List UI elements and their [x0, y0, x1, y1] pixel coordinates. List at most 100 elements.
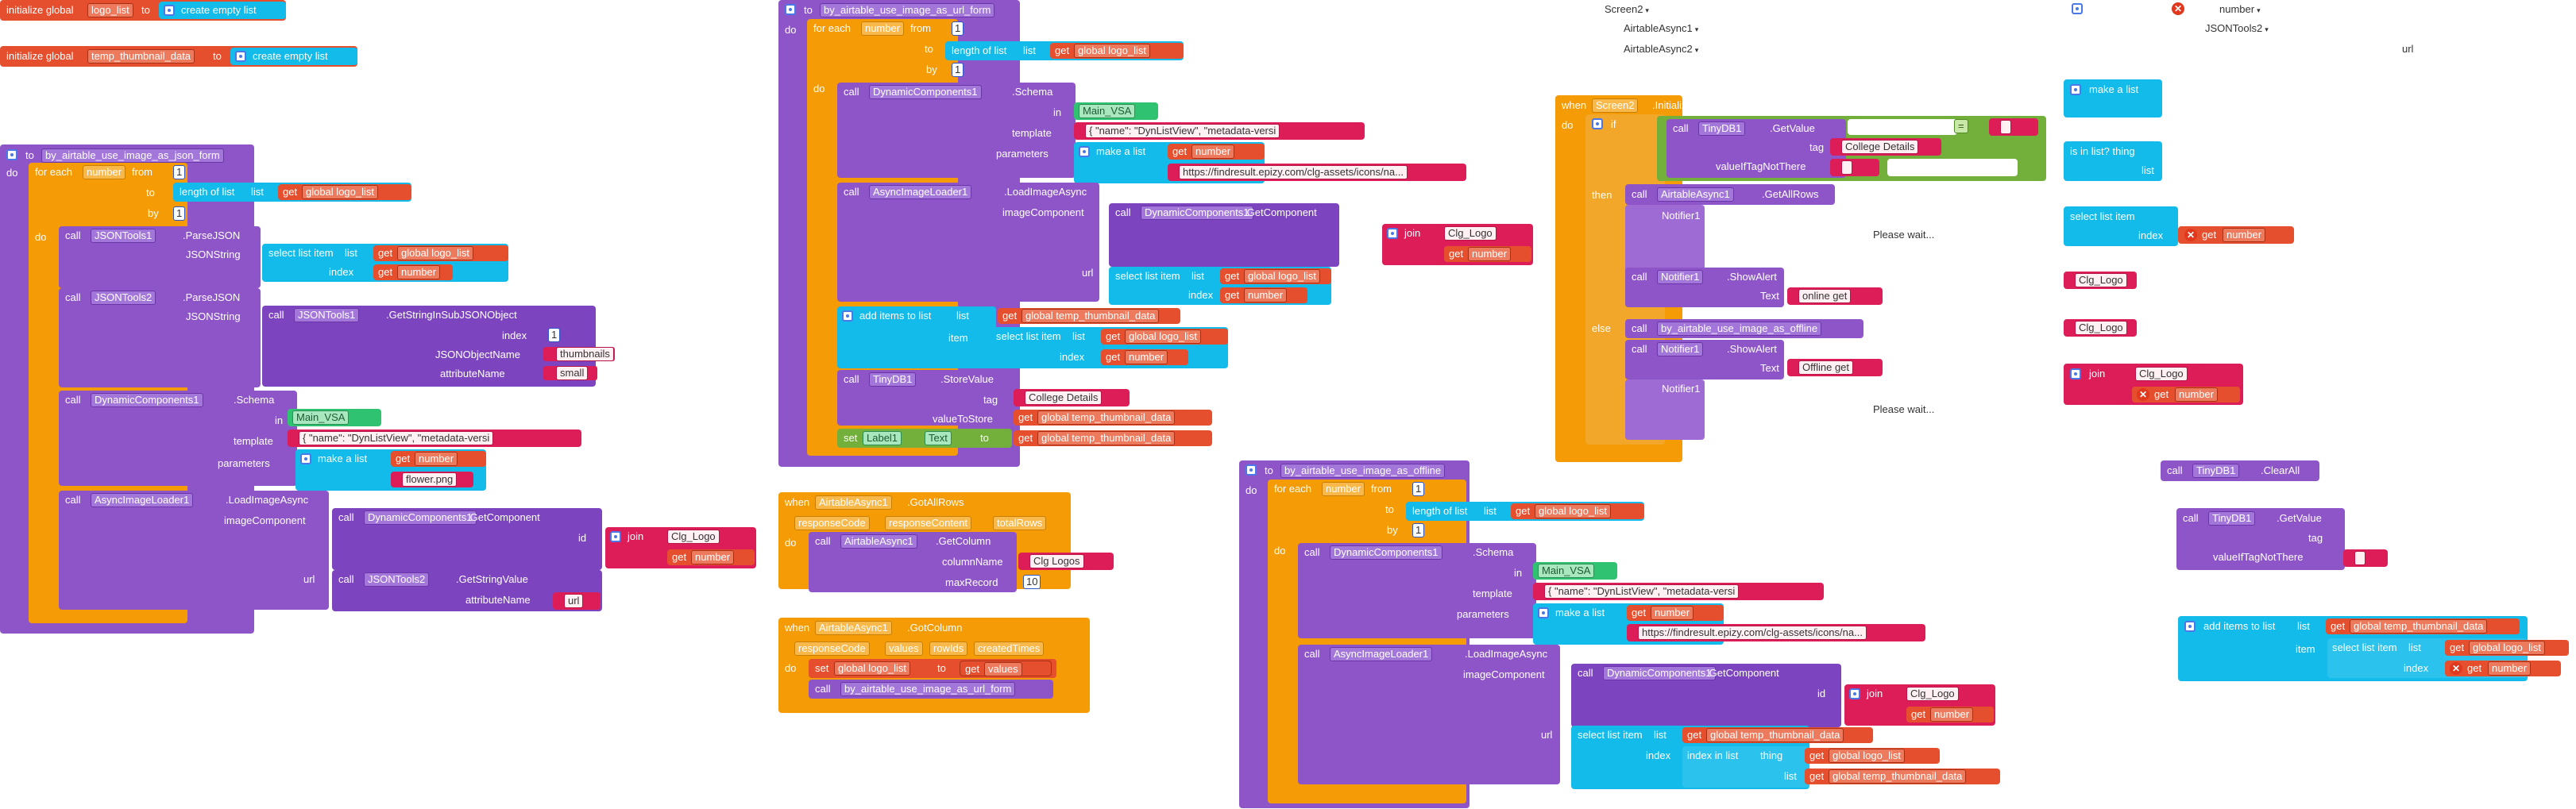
empty-string[interactable]	[1841, 160, 1852, 175]
component-ref[interactable]: DynamicComponents1	[1330, 545, 1442, 560]
parsejson-block[interactable]: call JSONTools1 .ParseJSON JSONString	[59, 226, 261, 288]
create-empty-list-block[interactable]: create empty list	[230, 48, 357, 65]
index-in-list-block[interactable]: index in list thing list	[1682, 746, 1809, 788]
dropdown-screen2[interactable]: Screen2▾	[1605, 3, 1649, 15]
getcomponent-block[interactable]: call DynamicComponents1 .GetComponent id	[1109, 203, 1371, 267]
empty-string-block[interactable]	[1830, 159, 1879, 176]
length-of-list-block[interactable]: length of list list get global logo_list	[173, 183, 411, 202]
college-details-string[interactable]: College Details	[1830, 138, 1941, 156]
by-value[interactable]: 1	[1412, 523, 1425, 537]
component-ref[interactable]: DynamicComponents1	[91, 393, 203, 407]
gear-icon[interactable]	[2072, 3, 2083, 14]
component-ref[interactable]: Notifier1	[1662, 210, 1701, 222]
string-value[interactable]: { "name": "DynListView", "metadata-versi	[1544, 584, 1740, 599]
string-value[interactable]: Clg_Logo	[667, 530, 720, 544]
component-ref[interactable]: JSONTools2	[91, 291, 156, 305]
empty-string-block[interactable]	[1989, 118, 2038, 136]
dropdown-jsontools2[interactable]: JSONTools2▾	[2205, 22, 2269, 34]
var-ref[interactable]: number	[1244, 288, 1288, 302]
template-string-block[interactable]: { "name": "DynListView", "metadata-versi	[1074, 122, 1365, 140]
loadimage-block[interactable]: call AsyncImageLoader1 .LoadImageAsync i…	[837, 183, 1099, 302]
get-number[interactable]: ✕ get number	[2132, 387, 2240, 403]
add-items-block[interactable]: add items to list list item	[837, 306, 996, 368]
online-string[interactable]: online get	[1787, 287, 1883, 305]
get-global-logo-list[interactable]: get global logo_list	[1220, 268, 1331, 284]
close-icon[interactable]: ✕	[2137, 388, 2149, 401]
component-ref[interactable]: DynamicComponents1	[869, 85, 982, 99]
gear-icon[interactable]	[1592, 118, 1603, 129]
component-ref[interactable]: Main_VSA	[292, 410, 350, 425]
by-value[interactable]: 1	[173, 206, 186, 221]
proc-name[interactable]: by_airtable_use_image_as_offline	[1280, 464, 1446, 478]
schema-block[interactable]: call DynamicComponents1 .Schema in templ…	[59, 391, 297, 486]
showalert-block[interactable]: call Notifier1 .ShowAlert Text	[1625, 268, 1784, 307]
template-string-block[interactable]: { "name": "DynListView", "metadata-versi	[1533, 583, 1824, 600]
var-ref[interactable]: number	[1651, 606, 1694, 620]
college-details-string[interactable]: College Details	[1014, 389, 1130, 406]
close-icon[interactable]: ✕	[2450, 662, 2462, 675]
string-value[interactable]: https://findresult.epizy.com/clg-assets/…	[1638, 626, 1867, 640]
showalert-block[interactable]: call Notifier1 .ShowAlert Text	[1625, 340, 1784, 379]
var-ref[interactable]: global temp_thumbnail_data	[2350, 619, 2488, 634]
string-value[interactable]: thumbnails	[556, 347, 614, 361]
empty-string[interactable]	[2354, 551, 2366, 565]
empty-string[interactable]	[2000, 120, 2011, 134]
get-number[interactable]: get number	[1906, 707, 1994, 722]
get-number[interactable]: get number	[1168, 144, 1265, 160]
get-global-logo-list[interactable]: get global logo_list	[1511, 503, 1644, 519]
get-number[interactable]: get number	[667, 549, 755, 565]
var-ref[interactable]: number	[2223, 228, 2266, 242]
close-icon[interactable]: ✕	[2184, 229, 2197, 241]
length-of-list-block[interactable]: length of list list get global logo_list	[945, 41, 1184, 60]
clearall-block[interactable]: call TinyDB1 .ClearAll	[2161, 460, 2319, 481]
main-vsa-block[interactable]: Main_VSA	[288, 409, 381, 426]
make-list-block[interactable]: make a list get number flower.png	[295, 449, 486, 491]
var-ref[interactable]: number	[397, 265, 441, 279]
storevalue-block[interactable]: call TinyDB1 .StoreValue tag valueToStor…	[837, 370, 1012, 426]
from-value[interactable]: 1	[1412, 482, 1425, 496]
component-ref[interactable]: Notifier1	[1657, 270, 1704, 284]
dropdown-number[interactable]: number▾	[2219, 3, 2261, 15]
from-value[interactable]: 1	[952, 21, 964, 36]
dropdown-airtable2[interactable]: AirtableAsync2▾	[1624, 43, 1699, 55]
component-ref[interactable]: JSONTools1	[294, 308, 360, 322]
getallrows-block[interactable]: call AirtableAsync1 .GetAllRows	[1625, 184, 1835, 205]
component-ref[interactable]: Main_VSA	[1079, 104, 1136, 118]
select-list-item-block[interactable]: select list item list get global logo_li…	[262, 244, 508, 282]
get-number[interactable]: get number	[1444, 246, 1531, 262]
gear-icon[interactable]	[1849, 688, 1860, 699]
create-empty-list-block[interactable]: create empty list	[159, 2, 286, 19]
component-ref[interactable]: TinyDB1	[2208, 511, 2256, 526]
gear-icon[interactable]	[164, 5, 175, 16]
component-ref[interactable]: Screen2	[1592, 98, 1639, 113]
var-ref[interactable]: global temp_thumbnail_data	[1037, 431, 1176, 445]
length-of-list-block[interactable]: length of list list get global logo_list	[1406, 502, 1644, 521]
var-ref[interactable]: global logo_list	[1244, 269, 1321, 283]
join-block[interactable]: join Clg_Logo ✕ get number	[2064, 364, 2243, 405]
var-ref[interactable]: global logo_list	[1535, 504, 1612, 518]
gear-icon[interactable]	[1538, 607, 1549, 618]
string-value[interactable]: flower.png	[402, 472, 458, 487]
string-value[interactable]: Clg_Logo	[2075, 321, 2127, 335]
gear-icon[interactable]	[785, 4, 796, 15]
var-ref[interactable]: global logo_list	[302, 185, 379, 199]
offline-string[interactable]: Offline get	[1787, 359, 1883, 376]
proc-ref[interactable]: by_airtable_use_image_as_url_form	[840, 682, 1016, 696]
template-string-block[interactable]: { "name": "DynListView", "metadata-versi	[288, 430, 581, 447]
component-ref[interactable]: Label1	[863, 431, 902, 445]
url-string-block[interactable]: https://findresult.epizy.com/clg-assets/…	[1168, 164, 1466, 181]
var-temp-thumbnail[interactable]: temp_thumbnail_data	[87, 49, 195, 64]
notifier-placeholder[interactable]: Notifier1	[1625, 205, 1705, 273]
string-value[interactable]: Clg_Logo	[1444, 226, 1497, 241]
string-value[interactable]: College Details	[1025, 391, 1103, 405]
make-list-block[interactable]: make a list	[2064, 79, 2162, 117]
call-offline-block[interactable]: call by_airtable_use_image_as_offline	[1625, 319, 1863, 338]
var-ref[interactable]: number	[691, 550, 735, 564]
var-ref[interactable]: global temp_thumbnail_data	[1022, 309, 1160, 323]
is-in-list-block[interactable]: is in list? thing list	[2064, 141, 2162, 181]
param-ref[interactable]: responseContent	[885, 516, 972, 530]
get-values[interactable]: get values	[960, 661, 1052, 676]
gear-icon[interactable]	[6, 149, 17, 160]
component-ref[interactable]: AirtableAsync1	[1657, 187, 1734, 202]
var-ref[interactable]: global logo_list	[834, 661, 911, 676]
